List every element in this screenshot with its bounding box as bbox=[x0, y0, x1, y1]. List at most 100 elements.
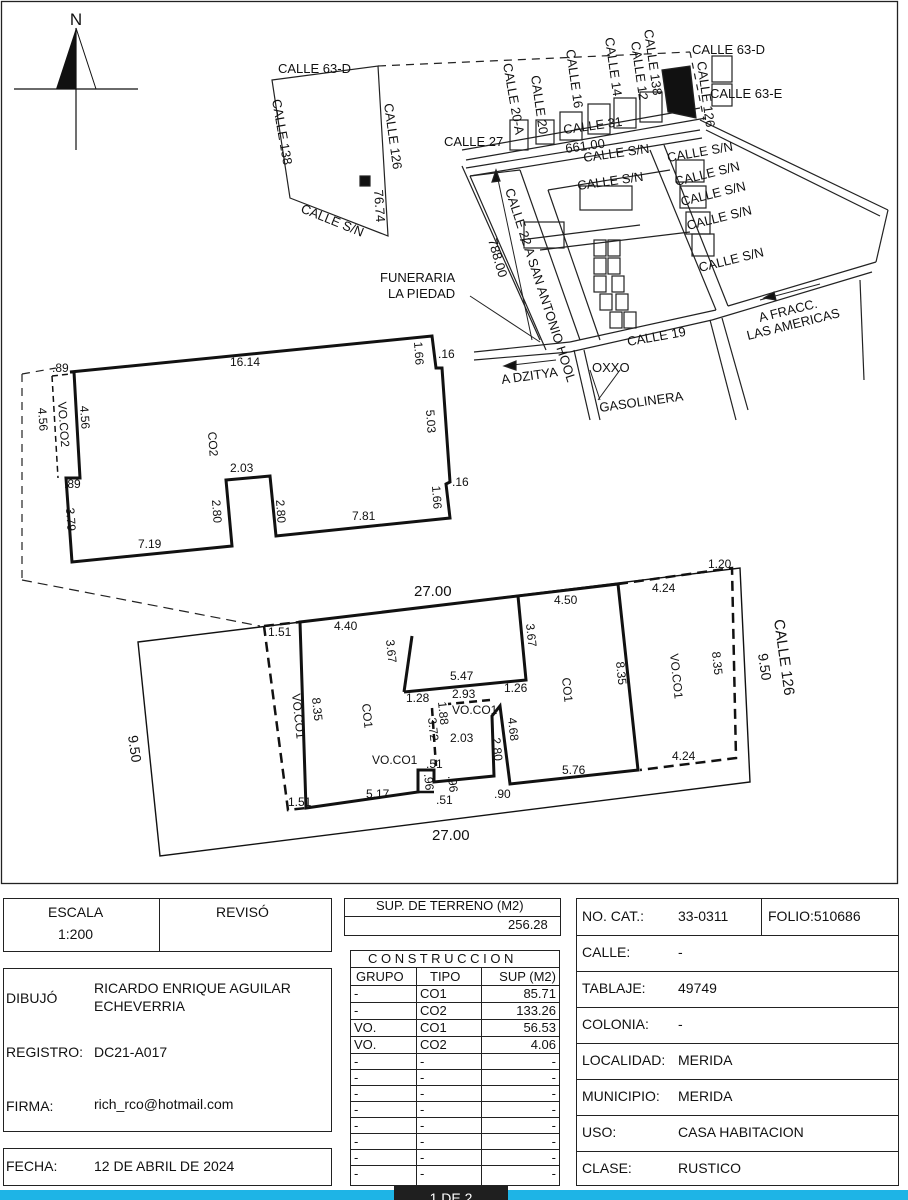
svg-text:16.14: 16.14 bbox=[230, 355, 260, 369]
svg-text:LA PIEDAD: LA PIEDAD bbox=[388, 286, 455, 301]
location-sketch bbox=[21, 51, 889, 627]
svg-text:CALLE 14: CALLE 14 bbox=[602, 36, 625, 97]
colonia-value: - bbox=[678, 1016, 683, 1032]
row-tipo: - bbox=[420, 1118, 425, 1133]
svg-text:3.79: 3.79 bbox=[63, 507, 79, 532]
row-sup: - bbox=[551, 1070, 556, 1085]
svg-text:7.81: 7.81 bbox=[352, 509, 376, 523]
svg-text:4.56: 4.56 bbox=[35, 407, 51, 432]
colonia-label: COLONIA: bbox=[582, 1016, 649, 1032]
sup-terreno-box bbox=[344, 898, 561, 936]
row-grupo: - bbox=[354, 1166, 359, 1181]
construccion-title: C O N S T R U C C I O N bbox=[368, 951, 514, 966]
svg-text:76.74: 76.74 bbox=[371, 189, 388, 223]
co2-building bbox=[51, 334, 452, 564]
svg-text:4.40: 4.40 bbox=[334, 619, 358, 633]
sup-terreno-label: SUP. DE TERRENO (M2) bbox=[376, 898, 524, 913]
calle-value: - bbox=[678, 944, 683, 960]
localidad-label: LOCALIDAD: bbox=[582, 1052, 666, 1068]
svg-text:1.51: 1.51 bbox=[268, 625, 292, 639]
escala-reviso-box bbox=[3, 898, 332, 952]
svg-text:CALLE 20: CALLE 20 bbox=[528, 74, 551, 135]
svg-text:9.50: 9.50 bbox=[755, 652, 775, 681]
svg-text:4.24: 4.24 bbox=[672, 749, 696, 763]
svg-text:VO.CO1: VO.CO1 bbox=[372, 753, 418, 767]
catastro-box bbox=[576, 898, 899, 1186]
svg-text:.51: .51 bbox=[426, 757, 443, 771]
svg-text:OXXO: OXXO bbox=[592, 360, 630, 375]
row-grupo: - bbox=[354, 1003, 359, 1018]
row-tipo: CO1 bbox=[420, 986, 447, 1001]
row-sup: 56.53 bbox=[523, 1020, 556, 1035]
row-tipo: CO2 bbox=[420, 1003, 447, 1018]
svg-text:1.26: 1.26 bbox=[504, 681, 528, 695]
svg-text:788.00: 788.00 bbox=[485, 237, 510, 279]
svg-text:CALLE 63-D: CALLE 63-D bbox=[278, 61, 351, 76]
uso-value: CASA HABITACION bbox=[678, 1124, 804, 1140]
tablaje-label: TABLAJE: bbox=[582, 980, 646, 996]
svg-text:1.20: 1.20 bbox=[708, 557, 732, 571]
header-tipo: TIPO bbox=[430, 969, 461, 984]
row-grupo: - bbox=[354, 1054, 359, 1069]
svg-text:.90: .90 bbox=[494, 787, 511, 801]
svg-text:5.47: 5.47 bbox=[450, 669, 474, 683]
svg-text:.89: .89 bbox=[64, 477, 81, 491]
svg-text:4.50: 4.50 bbox=[554, 593, 578, 607]
row-grupo: - bbox=[354, 986, 359, 1001]
row-sup: - bbox=[551, 1102, 556, 1117]
lot-labels: 1.20 27.00 4.50 4.24 CALLE 126 9.50 1.51… bbox=[125, 557, 798, 844]
row-grupo: VO. bbox=[354, 1037, 377, 1052]
svg-text:CALLE 27: CALLE 27 bbox=[444, 134, 503, 149]
svg-text:2.93: 2.93 bbox=[452, 687, 476, 701]
svg-text:1.51: 1.51 bbox=[288, 795, 312, 809]
svg-text:.16: .16 bbox=[438, 347, 455, 361]
svg-text:CALLE 63-D: CALLE 63-D bbox=[692, 42, 765, 57]
svg-text:CALLE 20-A: CALLE 20-A bbox=[500, 62, 527, 136]
svg-text:5.17: 5.17 bbox=[366, 787, 390, 801]
firma-value: rich_rco@hotmail.com bbox=[94, 1096, 234, 1112]
fecha-box bbox=[3, 1148, 332, 1186]
folio-value: FOLIO:510686 bbox=[768, 908, 861, 924]
svg-text:CALLE 16: CALLE 16 bbox=[563, 48, 586, 109]
tablaje-value: 49749 bbox=[678, 980, 717, 996]
svg-text:CO1: CO1 bbox=[359, 703, 376, 729]
svg-text:4.68: 4.68 bbox=[505, 717, 521, 742]
dibujo-value-1: RICARDO ENRIQUE AGUILAR bbox=[94, 980, 291, 996]
svg-text:CALLE 126: CALLE 126 bbox=[770, 618, 798, 696]
escala-label: ESCALA bbox=[48, 904, 104, 920]
row-grupo: VO. bbox=[354, 1020, 377, 1035]
svg-text:3.67: 3.67 bbox=[383, 639, 399, 664]
svg-text:CO2: CO2 bbox=[205, 431, 221, 457]
svg-text:1.66: 1.66 bbox=[411, 341, 427, 366]
svg-text:.16: .16 bbox=[452, 475, 469, 489]
svg-text:CALLE 138: CALLE 138 bbox=[269, 98, 295, 166]
row-grupo: - bbox=[354, 1118, 359, 1133]
row-grupo: - bbox=[354, 1102, 359, 1117]
drafter-box bbox=[3, 968, 332, 1132]
north-arrow-icon: N bbox=[14, 10, 138, 150]
row-tipo: - bbox=[420, 1166, 425, 1181]
row-sup: 85.71 bbox=[523, 986, 556, 1001]
svg-text:VO.CO1: VO.CO1 bbox=[667, 653, 686, 700]
row-sup: - bbox=[551, 1118, 556, 1133]
row-tipo: - bbox=[420, 1086, 425, 1101]
construccion-table bbox=[350, 950, 560, 1186]
svg-text:1.66: 1.66 bbox=[429, 485, 445, 510]
row-tipo: - bbox=[420, 1150, 425, 1165]
svg-text:2.80: 2.80 bbox=[209, 499, 225, 524]
svg-text:CALLE S/N: CALLE S/N bbox=[299, 201, 366, 240]
svg-text:27.00: 27.00 bbox=[414, 583, 452, 600]
svg-text:661.00: 661.00 bbox=[564, 136, 605, 156]
svg-text:8.35: 8.35 bbox=[709, 651, 725, 676]
svg-text:7.19: 7.19 bbox=[138, 537, 162, 551]
svg-text:1.88: 1.88 bbox=[435, 701, 451, 726]
page-indicator[interactable]: 1 DE 2 bbox=[394, 1186, 508, 1200]
fecha-value: 12 DE ABRIL DE 2024 bbox=[94, 1158, 235, 1174]
svg-text:VO.CO1: VO.CO1 bbox=[289, 693, 308, 740]
svg-text:CALLE S/N: CALLE S/N bbox=[697, 244, 765, 275]
escala-value: 1:200 bbox=[58, 926, 94, 942]
row-tipo: CO1 bbox=[420, 1020, 447, 1035]
svg-text:CALLE S/N: CALLE S/N bbox=[685, 202, 753, 233]
firma-label: FIRMA: bbox=[6, 1098, 54, 1114]
row-grupo: - bbox=[354, 1150, 359, 1165]
